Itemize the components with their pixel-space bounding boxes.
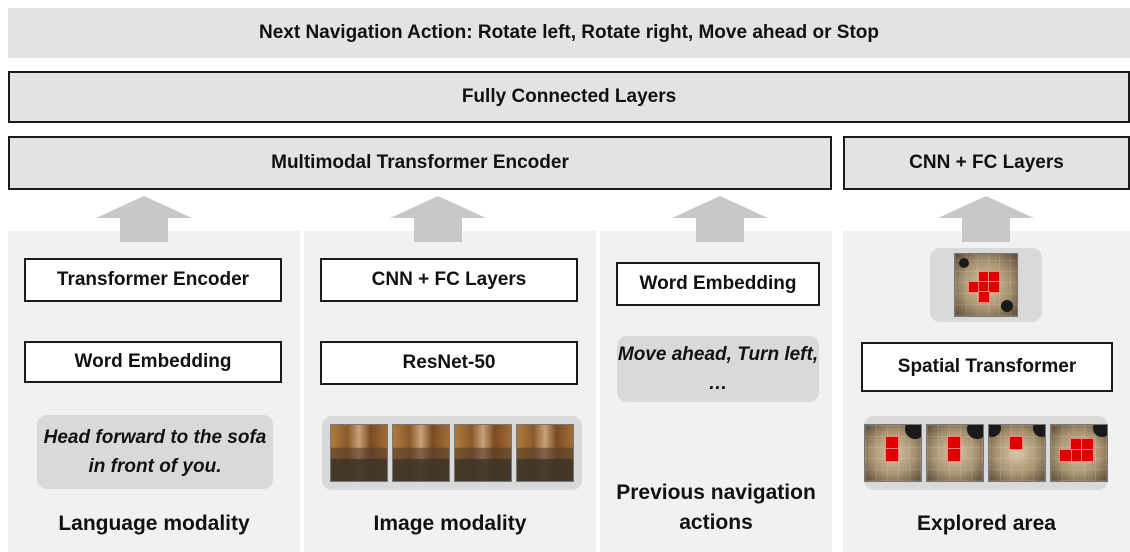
actions-example-text: Move ahead, Turn left, … (617, 344, 819, 394)
topdown-map-image (864, 424, 922, 482)
kitchen-frame-image (330, 424, 388, 482)
up-arrow-icon (938, 196, 1034, 242)
transformer-encoder-box: Transformer Encoder (24, 258, 282, 302)
rgb-frames-strip (322, 416, 582, 490)
image-cnn-fc-box: CNN + FC Layers (320, 258, 578, 302)
image-modality-label: Image modality (304, 506, 596, 542)
resnet-box: ResNet-50 (320, 341, 578, 385)
resnet-label: ResNet-50 (402, 352, 496, 373)
spatial-transformer-label: Spatial Transformer (897, 356, 1077, 377)
image-cnn-fc-label: CNN + FC Layers (371, 269, 527, 290)
actions-word-embedding-box: Word Embedding (616, 262, 820, 306)
explored-area-label: Explored area (843, 506, 1130, 542)
topdown-map-image (1050, 424, 1108, 482)
map-cnn-fc-bar: CNN + FC Layers (843, 136, 1130, 190)
topdown-map-image (988, 424, 1046, 482)
multimodal-encoder-label: Multimodal Transformer Encoder (271, 152, 569, 173)
instruction-text: Head forward to the sofa in front of you… (43, 427, 267, 477)
topdown-map-image (926, 424, 984, 482)
image-modality-text: Image modality (373, 512, 527, 535)
next-action-label: Next Navigation Action: Rotate left, Rot… (258, 22, 879, 43)
transformer-encoder-label: Transformer Encoder (56, 269, 250, 290)
topdown-maps-strip (864, 416, 1108, 490)
language-modality-label: Language modality (8, 506, 300, 542)
up-arrow-icon (96, 196, 192, 242)
kitchen-frame-image (392, 424, 450, 482)
map-cnn-fc-label: CNN + FC Layers (909, 152, 1064, 173)
spatial-transformer-box: Spatial Transformer (861, 342, 1113, 392)
kitchen-frame-image (516, 424, 574, 482)
instruction-example: Head forward to the sofa in front of you… (37, 415, 273, 489)
fully-connected-layers-bar: Fully Connected Layers (8, 71, 1130, 123)
up-arrow-icon (672, 196, 768, 242)
actions-example: Move ahead, Turn left, … (617, 336, 819, 402)
language-modality-text: Language modality (58, 512, 250, 535)
multimodal-encoder-bar: Multimodal Transformer Encoder (8, 136, 832, 190)
kitchen-frame-image (454, 424, 512, 482)
language-word-embedding-box: Word Embedding (24, 341, 282, 383)
up-arrow-icon (390, 196, 486, 242)
previous-actions-text: Previous navigation actions (616, 481, 816, 534)
fully-connected-layers-label: Fully Connected Layers (461, 86, 677, 107)
language-word-embedding-label: Word Embedding (74, 351, 232, 372)
next-action-bar: Next Navigation Action: Rotate left, Rot… (8, 8, 1130, 58)
actions-word-embedding-label: Word Embedding (639, 273, 797, 294)
aggregated-map-container (930, 248, 1042, 322)
aggregated-map-image (954, 253, 1018, 317)
explored-area-text: Explored area (917, 512, 1056, 535)
previous-actions-label: Previous navigation actions (600, 476, 832, 540)
